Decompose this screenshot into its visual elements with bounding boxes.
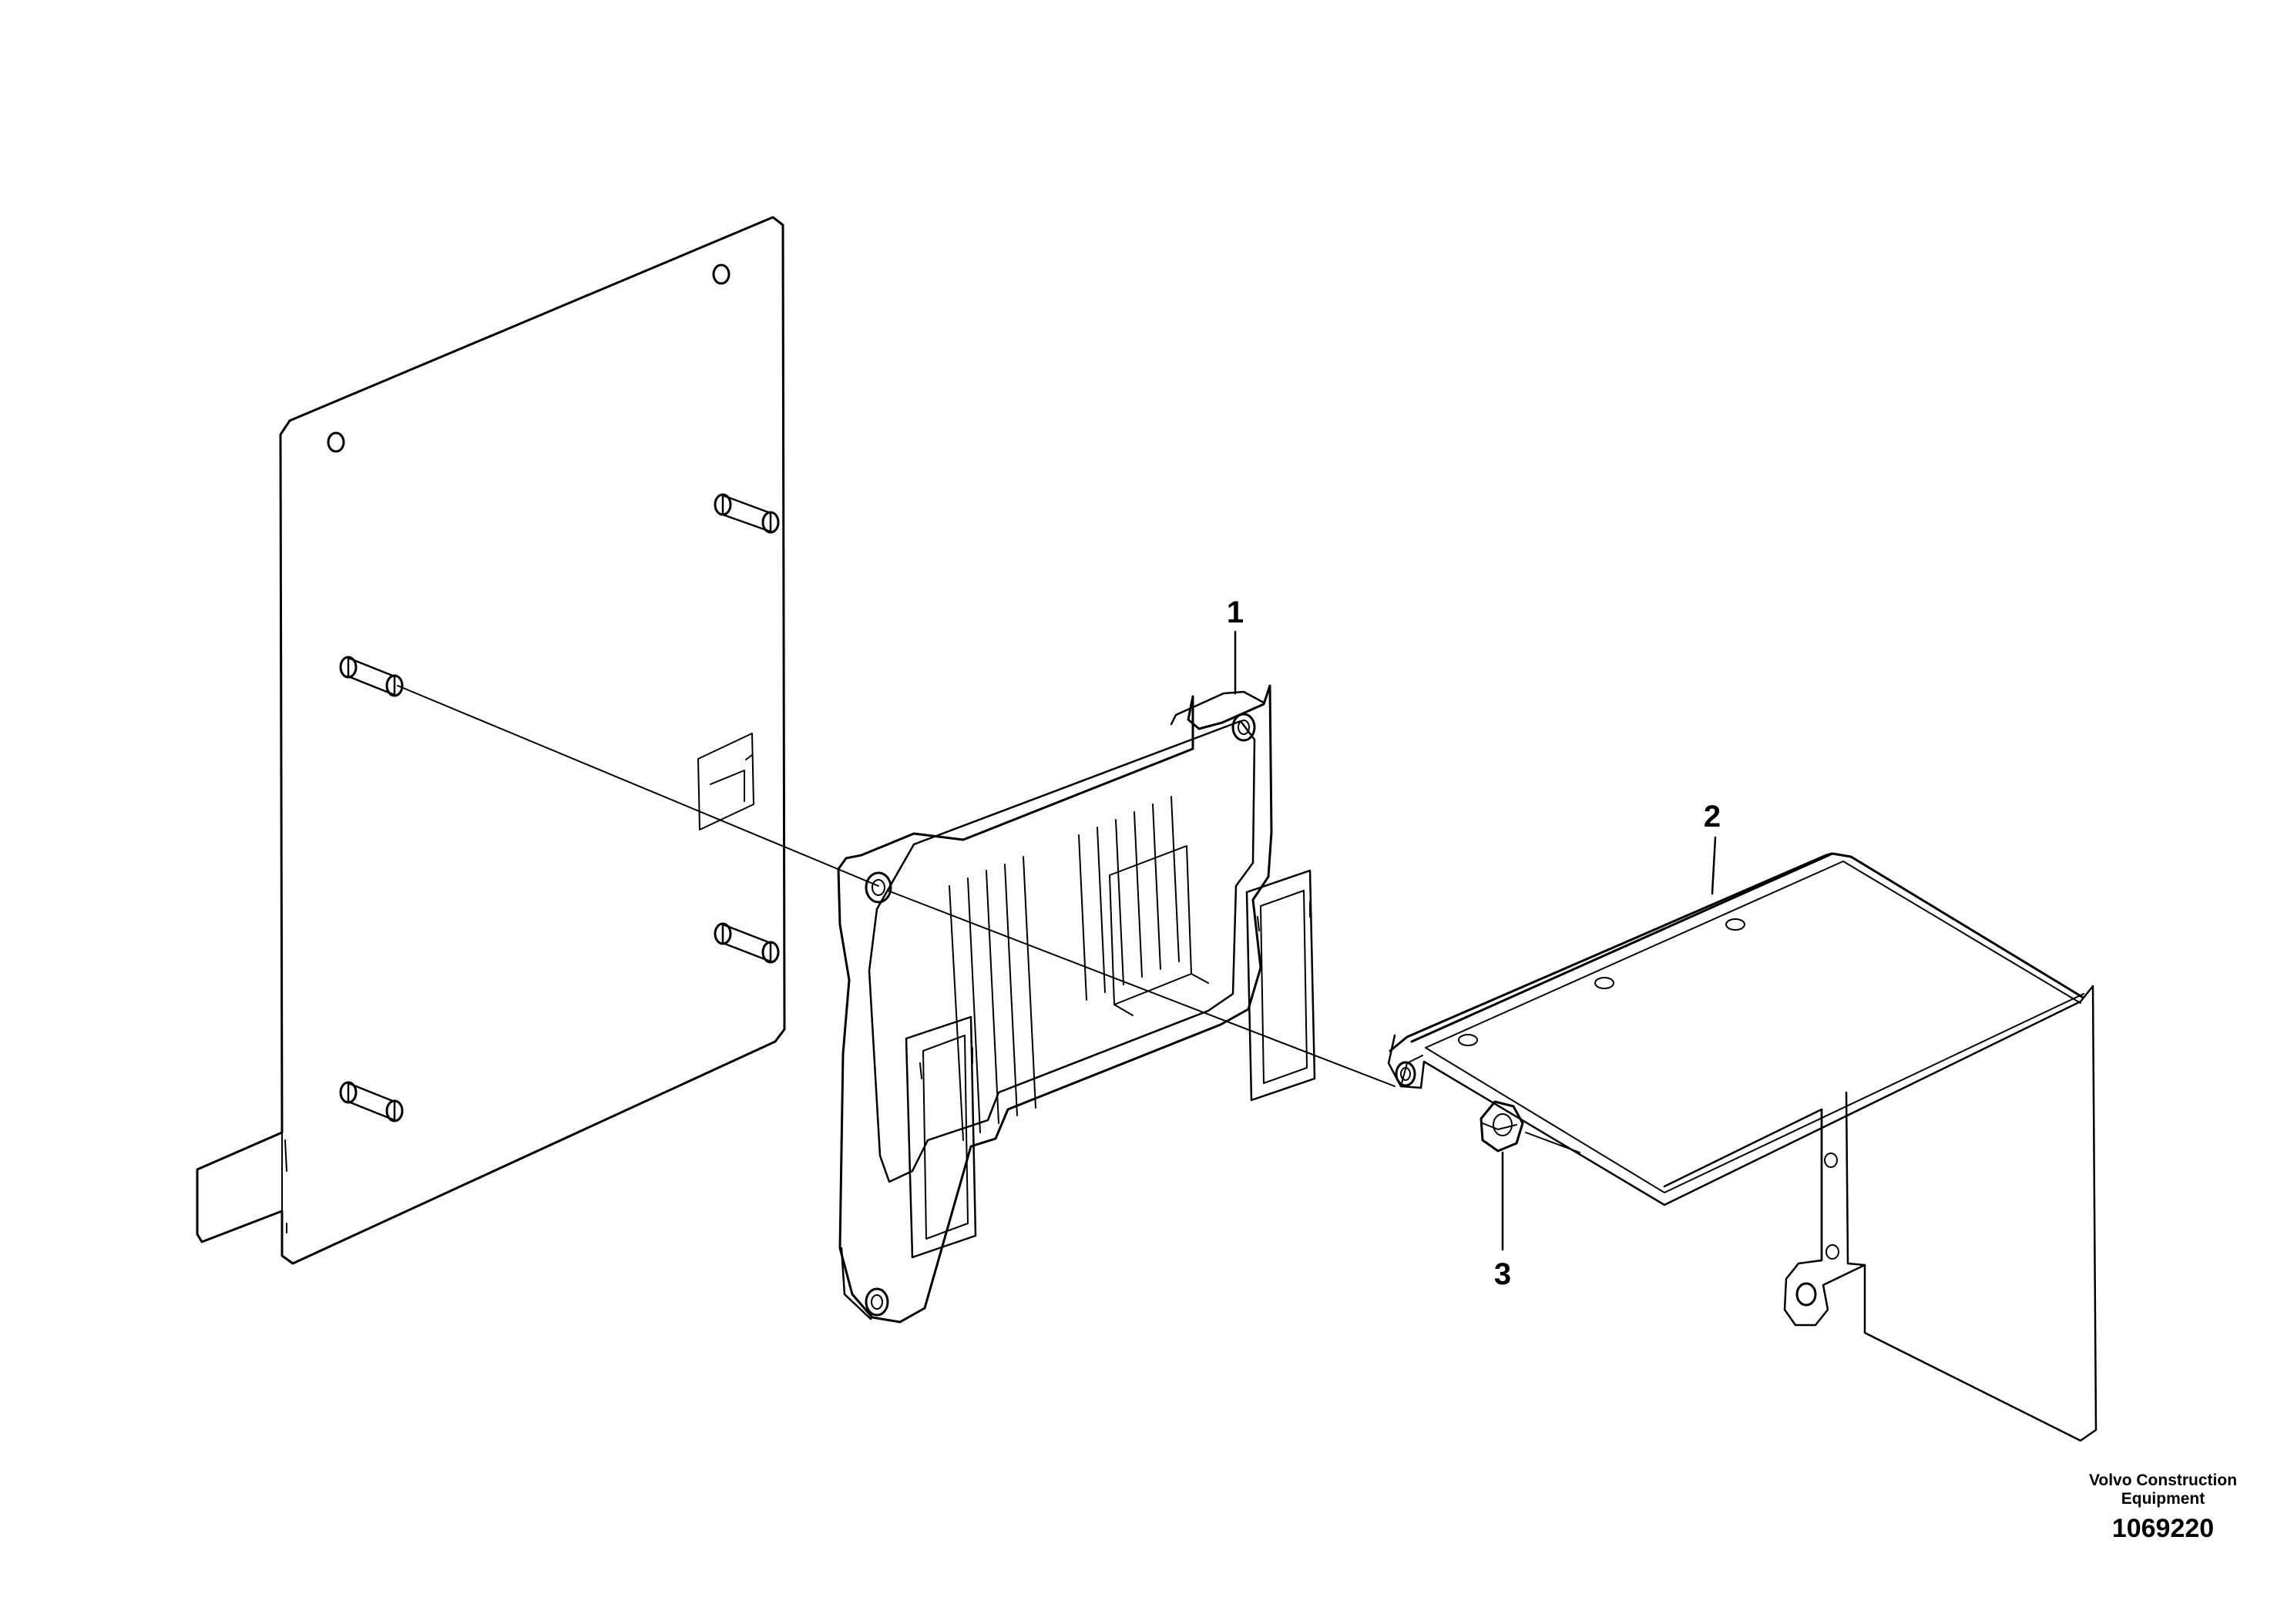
callout-1: 1	[1227, 596, 1244, 629]
bracket	[1387, 852, 2098, 1442]
callout-2: 2	[1704, 800, 1721, 834]
company-name-line1: Volvo Construction	[2088, 1471, 2238, 1489]
company-name-line2: Equipment	[2121, 1490, 2205, 1508]
nut	[1480, 1100, 1524, 1153]
stud	[714, 493, 780, 534]
control-unit	[837, 684, 1316, 1324]
mounting-plate	[196, 216, 786, 1265]
drawing-caption: Volvo Construction Equipment 1069220	[2071, 1471, 2255, 1544]
stud	[339, 656, 404, 697]
stud	[339, 1081, 404, 1122]
drawing-number: 1069220	[2111, 1514, 2215, 1543]
stud	[714, 922, 780, 964]
callout-leaders	[1234, 630, 1717, 1251]
callout-3: 3	[1494, 1257, 1511, 1291]
assembly-line	[397, 685, 1580, 1153]
